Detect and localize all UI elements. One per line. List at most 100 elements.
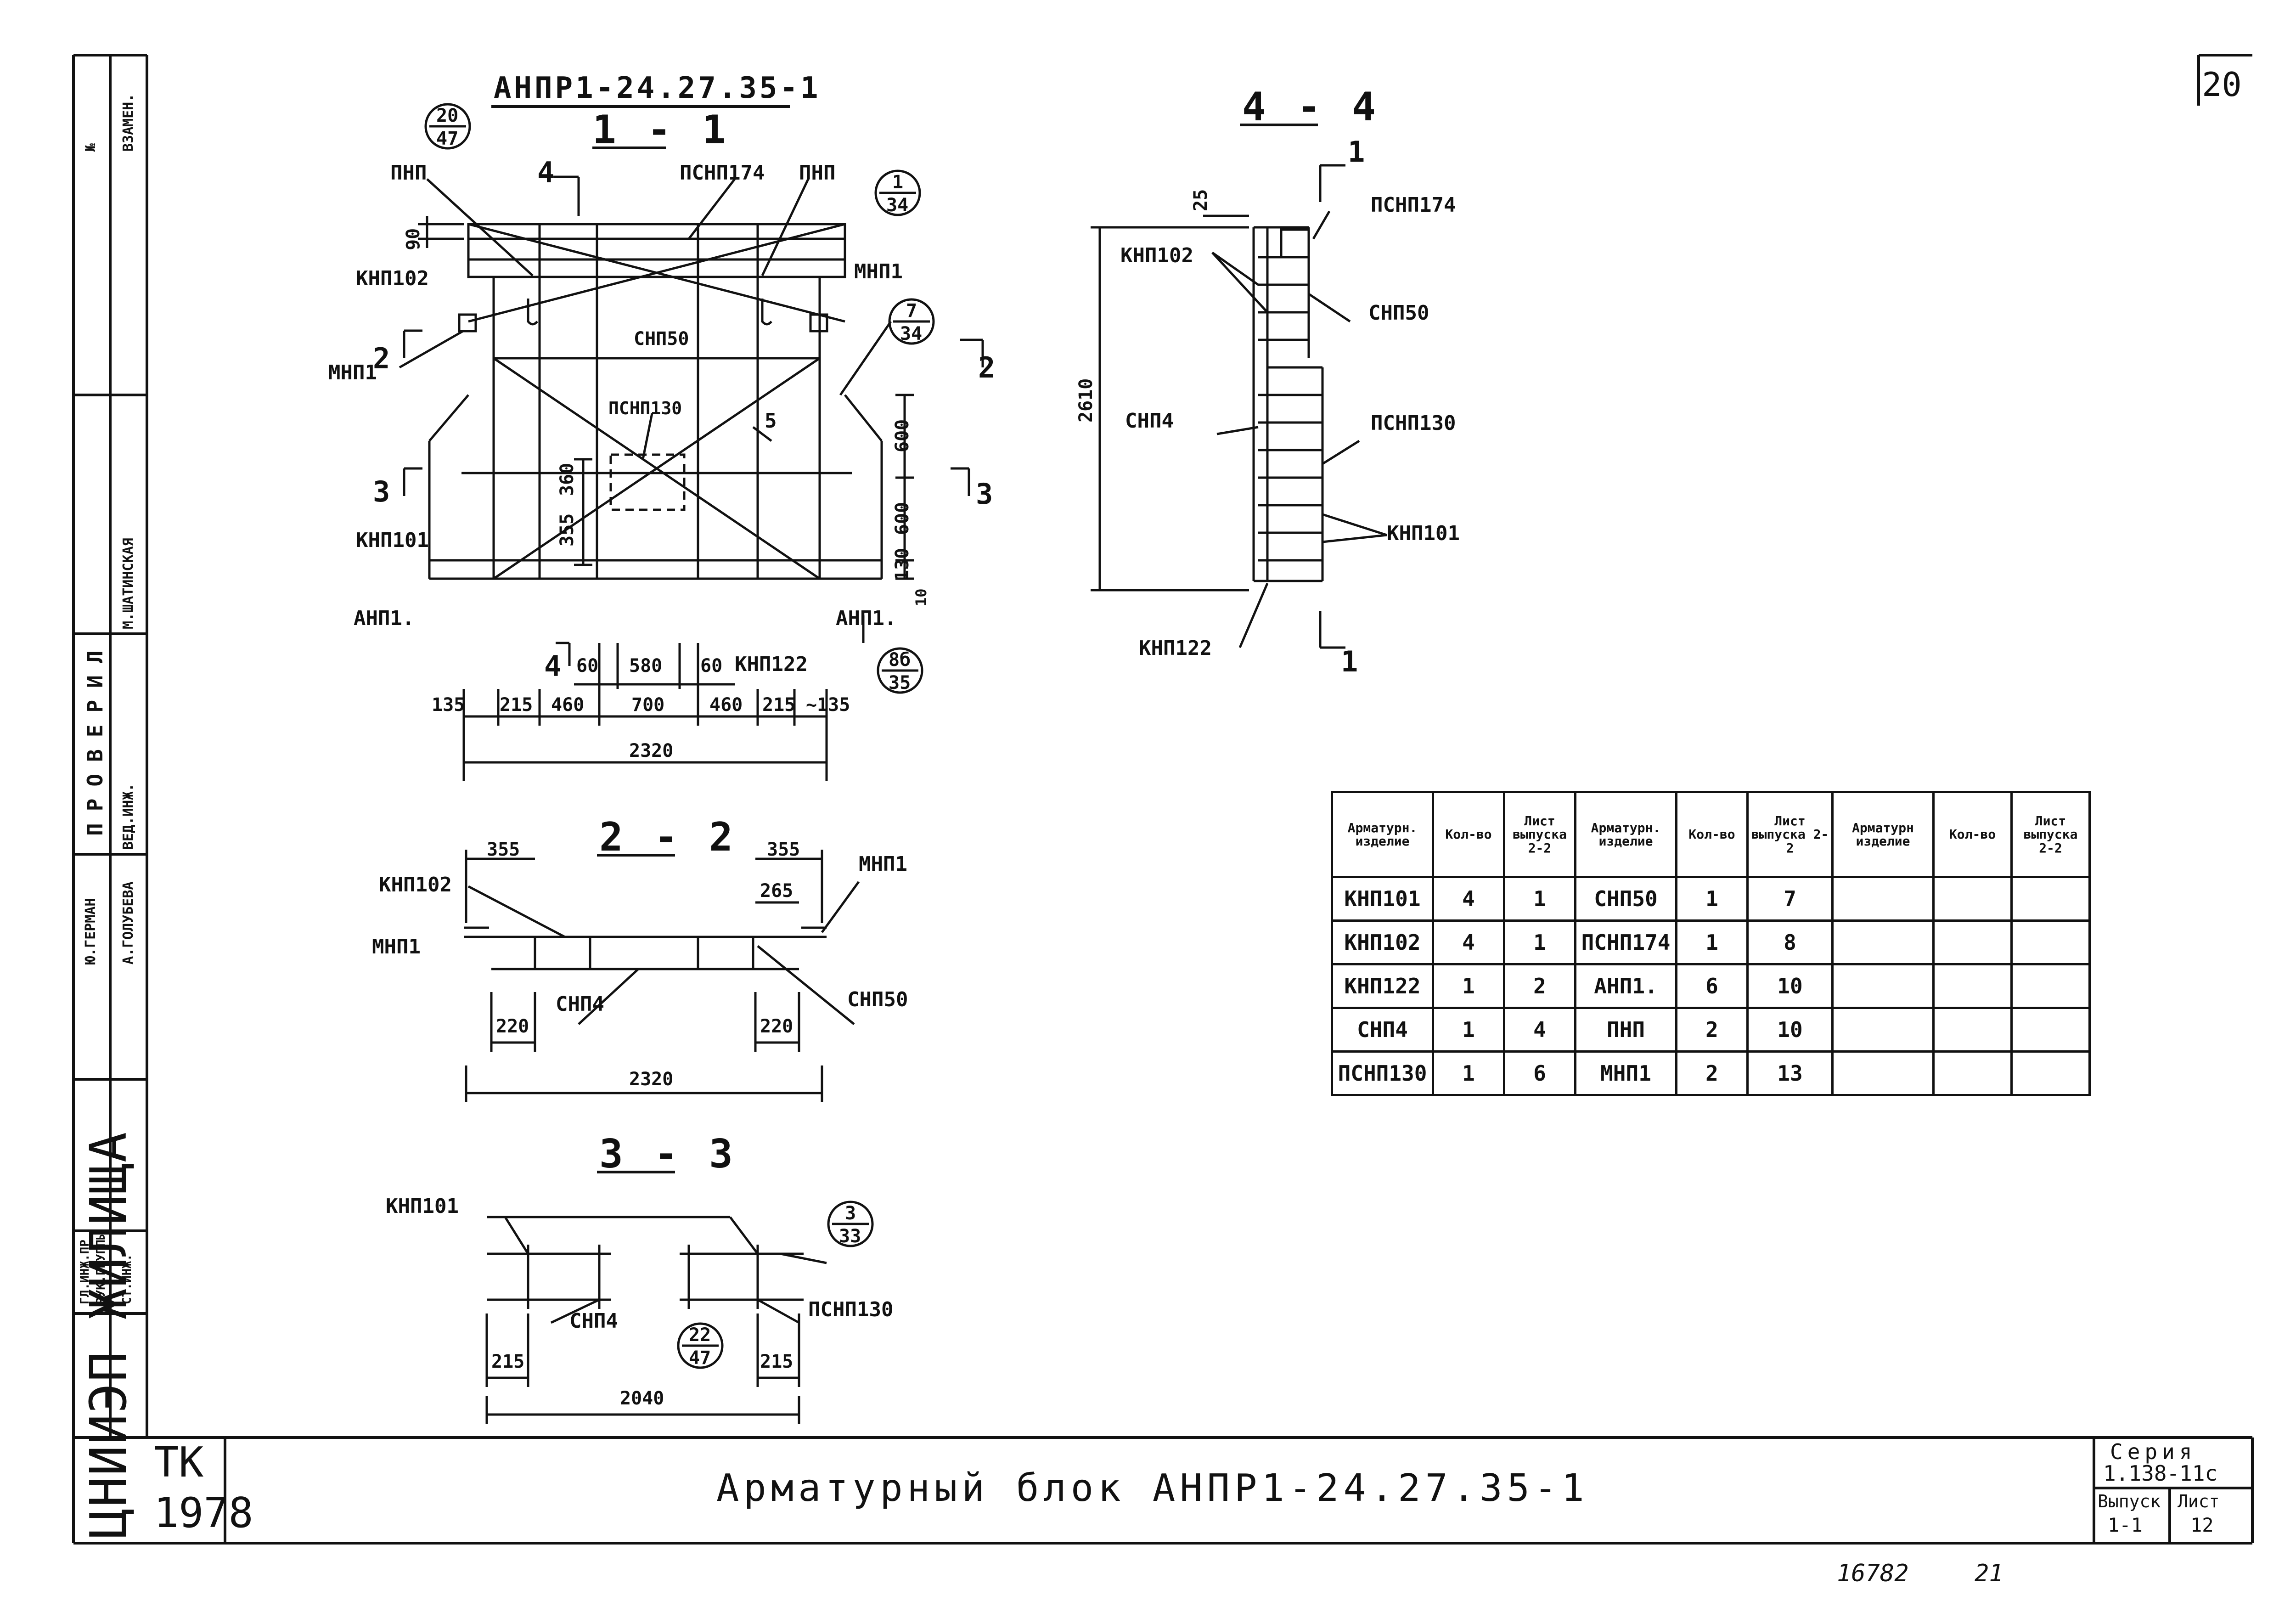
label-cut-4-bottom: 4	[544, 649, 562, 683]
series-label: Серия	[2110, 1439, 2197, 1464]
label-33-d2040: 2040	[620, 1388, 664, 1409]
label-pnp-right: ПНП	[799, 161, 836, 185]
dim-600-bottom: 600	[892, 502, 913, 535]
dim-90: 90	[403, 228, 424, 250]
issue-label: Выпуск	[2098, 1491, 2161, 1511]
table-row: СНП4 1 4 ПНП 2 10	[1331, 1007, 2091, 1053]
label-22-knp102: КНП102	[379, 873, 452, 896]
spec-cell: 1	[1432, 1007, 1505, 1053]
spec-cell	[1932, 1007, 2013, 1053]
label-anp1-left: АНП1.	[354, 607, 415, 630]
page-number: 20	[2202, 65, 2242, 104]
callout-22-47-top: 22	[689, 1325, 711, 1346]
callout-3-33-top: 3	[845, 1203, 856, 1224]
spec-cell	[1831, 963, 1935, 1009]
label-knp102: КНП102	[356, 267, 429, 290]
label-33-snp4: СНП4	[569, 1309, 618, 1333]
spec-cell: 1	[1432, 1050, 1505, 1096]
label-psnp130: ПСНП130	[608, 398, 682, 418]
table-row: КНП101 4 1 СНП50 1 7	[1331, 876, 2091, 922]
spec-cell: 8	[1746, 919, 1834, 965]
label-22-d355-right: 355	[767, 839, 800, 860]
dim-215-left: 215	[500, 694, 533, 716]
spec-cell	[1831, 876, 1935, 922]
label-44-knp122: КНП122	[1139, 637, 1212, 660]
spec-cell: КНП101	[1331, 876, 1434, 922]
spec-cell: 2	[1503, 963, 1576, 1009]
label-knp122: КНП122	[735, 653, 808, 676]
spec-header-item-1: Арматурн. изделие	[1331, 791, 1434, 878]
label-cut-3-left: 3	[373, 475, 390, 508]
bottom-note: 16782	[1837, 1560, 1909, 1587]
dim-60-left: 60	[576, 655, 599, 676]
spec-cell	[1932, 919, 2013, 965]
spec-cell: АНП1.	[1574, 963, 1677, 1009]
issue-value: 1-1	[2108, 1514, 2143, 1536]
label-33-psnp130: ПСНП130	[808, 1298, 894, 1321]
label-44-knp102: КНП102	[1120, 244, 1193, 267]
series-value: 1.138-11с	[2103, 1461, 2218, 1486]
label-44-psnp130: ПСНП130	[1371, 412, 1456, 435]
label-mnp1-right: МНП1	[854, 260, 903, 283]
label-cut-4-top: 4	[537, 156, 555, 189]
label-mnp1-left: МНП1	[328, 361, 377, 384]
spec-cell: 10	[1746, 1007, 1834, 1053]
label-22-snp50: СНП50	[847, 988, 908, 1011]
dim-10: 10	[912, 588, 930, 606]
side-label-replaced: ВЗАМЕН.	[120, 93, 136, 152]
drawing-title: АНПР1-24.27.35-1	[494, 71, 821, 105]
callout-20-47-bottom: 47	[436, 128, 459, 149]
spec-header-sheet-2: Лист выпуска 2-2	[1746, 791, 1834, 878]
spec-cell: 1	[1675, 919, 1749, 965]
side-label-checked: ПРОВЕРИЛ	[83, 638, 107, 836]
sheet-value: 12	[2190, 1514, 2214, 1536]
callout-1-34-bottom: 34	[886, 195, 909, 216]
table-row: КНП122 1 2 АНП1. 6 10	[1331, 963, 2091, 1009]
label-psnp174: ПСНП174	[680, 161, 765, 185]
spec-cell: 6	[1675, 963, 1749, 1009]
label-33-d215-left: 215	[491, 1351, 525, 1372]
section-title-3-3: 3 - 3	[599, 1131, 737, 1177]
spec-header-sheet-1: Лист выпуска 2-2	[1503, 791, 1576, 878]
spec-cell: 13	[1746, 1050, 1834, 1096]
spec-cell: 10	[1746, 963, 1834, 1009]
callout-7-34-top: 7	[906, 300, 917, 321]
spec-cell: 7	[1746, 876, 1834, 922]
label-44-cut1-top: 1	[1348, 135, 1365, 169]
dim-700: 700	[631, 694, 665, 716]
label-five: 5	[765, 409, 777, 433]
spec-table-header-row: Арматурн. изделие Кол-во Лист выпуска 2-…	[1331, 791, 2091, 878]
bottom-note-2: 21	[1975, 1560, 2003, 1587]
section-title-2-2: 2 - 2	[599, 814, 737, 860]
label-22-mnp1-left: МНП1	[372, 935, 421, 958]
side-label-number: №	[83, 143, 99, 152]
spec-cell: КНП122	[1331, 963, 1434, 1009]
label-snp50: СНП50	[634, 328, 689, 350]
dim-460-right: 460	[709, 694, 743, 716]
spec-cell	[1932, 1050, 2013, 1096]
label-44-d25: 25	[1190, 189, 1211, 211]
spec-header-qty-1: Кол-во	[1432, 791, 1505, 878]
label-44-knp101: КНП101	[1387, 522, 1460, 545]
callout-7-34-bottom: 34	[900, 323, 923, 344]
spec-cell	[1932, 963, 2013, 1009]
spec-cell: ПНП	[1574, 1007, 1677, 1053]
label-22-snp4: СНП4	[556, 992, 604, 1016]
dim-460-left: 460	[551, 694, 585, 716]
callout-20-47-top: 20	[436, 105, 459, 126]
spec-cell	[1831, 1050, 1935, 1096]
dim-600-top: 600	[892, 419, 913, 452]
callout-8b-35-bottom: 35	[889, 672, 911, 693]
spec-cell: МНП1	[1574, 1050, 1677, 1096]
dim-360: 360	[557, 462, 578, 496]
footer-code-bottom: 1978	[154, 1489, 253, 1537]
spec-cell	[1831, 1007, 1935, 1053]
institute-name: ЦНИИЭП ЖИЛИЩА	[79, 1131, 138, 1539]
label-cut-2-left: 2	[373, 342, 390, 375]
section-title-4-4: 4 - 4	[1242, 84, 1379, 130]
callout-3-33-bottom: 33	[839, 1226, 861, 1247]
spec-cell: 1	[1503, 919, 1576, 965]
spec-cell: 4	[1432, 919, 1505, 965]
spec-cell: ПСНП130	[1331, 1050, 1434, 1096]
